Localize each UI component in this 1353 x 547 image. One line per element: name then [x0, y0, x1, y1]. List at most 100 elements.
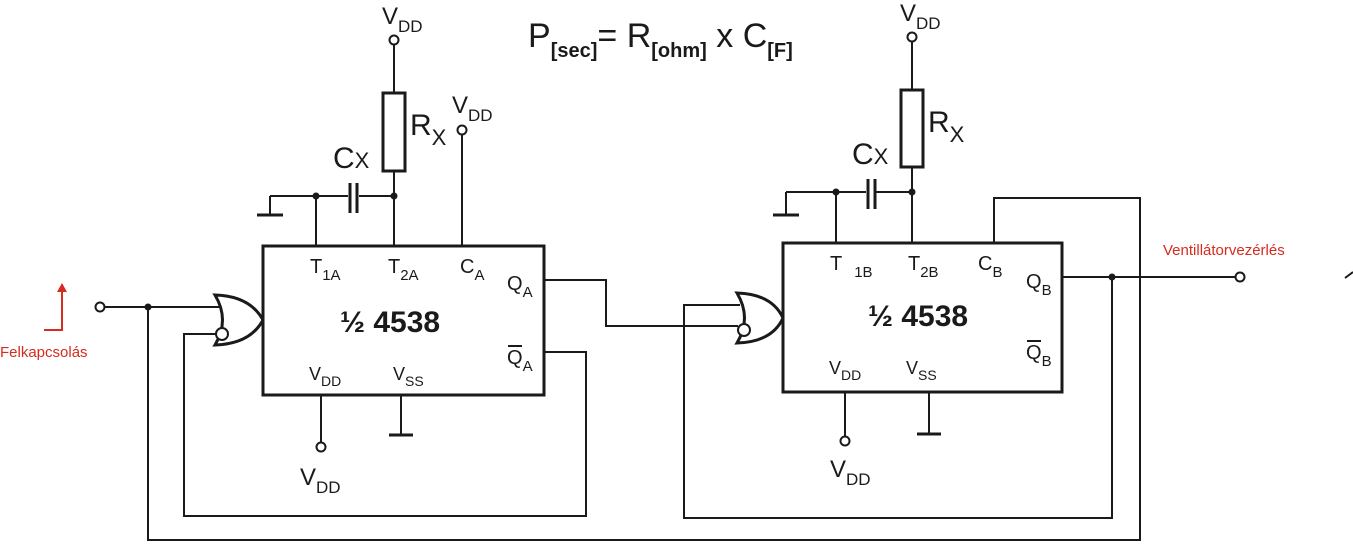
output-terminal: [1234, 271, 1246, 283]
chip-a-vdd: V: [309, 364, 321, 384]
vdd-terminal-bottom-a: [315, 441, 327, 453]
chip-a-t1: T: [310, 256, 322, 278]
vdd-sub-bottom-a: DD: [316, 478, 341, 497]
chip-b-c: C: [978, 253, 992, 275]
chip-b-vdd: V: [829, 358, 841, 378]
output-section: Ventillátorvezérlés: [1062, 242, 1285, 283]
chip-a-t2-sub: 2A: [400, 267, 418, 284]
svg-text:CX: CX: [852, 138, 889, 171]
vdd-terminal-c-a: [456, 124, 468, 136]
svg-text:VDD: VDD: [830, 456, 871, 489]
svg-text:CB: CB: [978, 253, 1002, 281]
resistor-rx-b: [899, 88, 925, 169]
svg-text:QA: QA: [507, 347, 533, 375]
chip-b-q: Q: [1026, 271, 1042, 293]
input-label: Felkapcsolás: [0, 344, 88, 361]
formula-p: P: [528, 17, 551, 55]
reset-loop-wire: [147, 197, 1141, 541]
svg-text:VSS: VSS: [393, 364, 424, 389]
svg-text:T2A: T2A: [388, 256, 419, 284]
chip-a-vss: V: [393, 364, 405, 384]
svg-text:T1B: T1B: [830, 253, 873, 281]
svg-text:CX: CX: [333, 142, 370, 175]
rx-b-sub: X: [950, 122, 965, 147]
nor-gate-a: [212, 293, 265, 347]
chip-a: ½ 4538 T1A T2A CA QA QA VDD VSS: [261, 244, 546, 397]
chip-b-power: VDD: [830, 392, 941, 489]
timing-network-b: VDD RX CX: [147, 0, 1141, 541]
cx-a-sub: X: [355, 148, 370, 173]
output-label: Ventillátorvezérlés: [1163, 242, 1285, 259]
vdd-label-rx-b: V: [900, 0, 916, 27]
formula: P[sec]= R[ohm] x C[F]: [528, 17, 793, 62]
rx-b-label: R: [928, 106, 950, 139]
chip-b-t2: T: [908, 253, 920, 275]
svg-text:QB: QB: [1026, 271, 1052, 299]
chip-a-t1-sub: 1A: [322, 267, 340, 284]
svg-text:QA: QA: [507, 273, 533, 301]
nor-gate-b: [734, 291, 785, 345]
nor-gate-b-bubble: [737, 323, 751, 337]
vdd-sub-bottom-b: DD: [846, 470, 871, 489]
chip-a-q-sub: A: [523, 284, 533, 301]
vdd-terminal-rx-a: [388, 34, 400, 46]
junction-output: [1108, 273, 1116, 281]
svg-text:CA: CA: [460, 256, 484, 284]
chip-b-vss: V: [906, 358, 918, 378]
chip-a-c-sub: A: [474, 267, 484, 284]
chip-b-title: ½ 4538: [868, 300, 968, 333]
chip-a-c: C: [460, 256, 474, 278]
chip-a-q: Q: [507, 273, 523, 295]
chip-b-c-sub: B: [992, 264, 1002, 281]
chip-b-t2-sub: 2B: [920, 264, 938, 281]
svg-text:P[sec]= R[ohm] x C[F]: P[sec]= R[ohm] x C[F]: [528, 17, 793, 62]
chip-b-vss-sub: SS: [918, 367, 937, 383]
vdd-label-c-a: V: [452, 92, 468, 119]
svg-text:T1A: T1A: [310, 256, 341, 284]
vdd-terminal-bottom-b: [839, 435, 851, 447]
chip-b-qn: Q: [1026, 342, 1042, 364]
vdd-sub-rx-b: DD: [916, 14, 941, 33]
formula-eq: = R: [597, 17, 651, 55]
cx-b-sub: X: [874, 144, 889, 169]
rx-a-label: R: [410, 109, 432, 142]
formula-x: x C: [707, 17, 767, 55]
formula-r-sub: [ohm]: [651, 40, 707, 62]
cx-a-label: C: [333, 142, 355, 175]
timing-network-a: VDD RX CX VDD: [257, 3, 493, 246]
vdd-label-bottom-a: V: [300, 464, 316, 491]
formula-c-sub: [F]: [767, 40, 793, 62]
junction-input: [144, 303, 152, 311]
chip-a-t2: T: [388, 256, 400, 278]
nor-gate-a-bubble: [215, 327, 229, 341]
chip-a-vdd-sub: DD: [321, 373, 341, 389]
feedback-a-wire: [183, 333, 587, 517]
rx-a-sub: X: [432, 125, 447, 150]
svg-text:QB: QB: [1026, 342, 1052, 370]
chip-b-vdd-sub: DD: [841, 367, 861, 383]
nor-gate-b-body: [734, 291, 785, 345]
svg-text:T2B: T2B: [908, 253, 939, 281]
vdd-terminal-rx-b: [906, 31, 918, 43]
svg-text:VDD: VDD: [300, 464, 341, 497]
svg-text:VDD: VDD: [309, 364, 341, 389]
nor-gate-a-body: [212, 293, 265, 347]
vdd-sub-c-a: DD: [468, 106, 493, 125]
input-section: Felkapcsolás: [0, 283, 587, 517]
feedback-b-wire: [683, 277, 1113, 519]
chip-b-t1: T: [830, 253, 842, 275]
chip-b-q-sub: B: [1042, 282, 1052, 299]
vdd-label-bottom-b: V: [830, 456, 846, 483]
resistor-rx-a: [381, 91, 407, 173]
chip-a-vss-sub: SS: [405, 373, 424, 389]
chip-a-qn-sub: A: [523, 358, 533, 375]
chip-a-qn: Q: [507, 347, 523, 369]
chip-b-qn-sub: B: [1042, 353, 1052, 370]
vdd-label-rx-a: V: [382, 3, 398, 30]
svg-text:VDD: VDD: [382, 3, 423, 36]
svg-text:VDD: VDD: [452, 92, 493, 125]
svg-text:VDD: VDD: [900, 0, 941, 33]
edge-fragment: [1344, 271, 1353, 279]
